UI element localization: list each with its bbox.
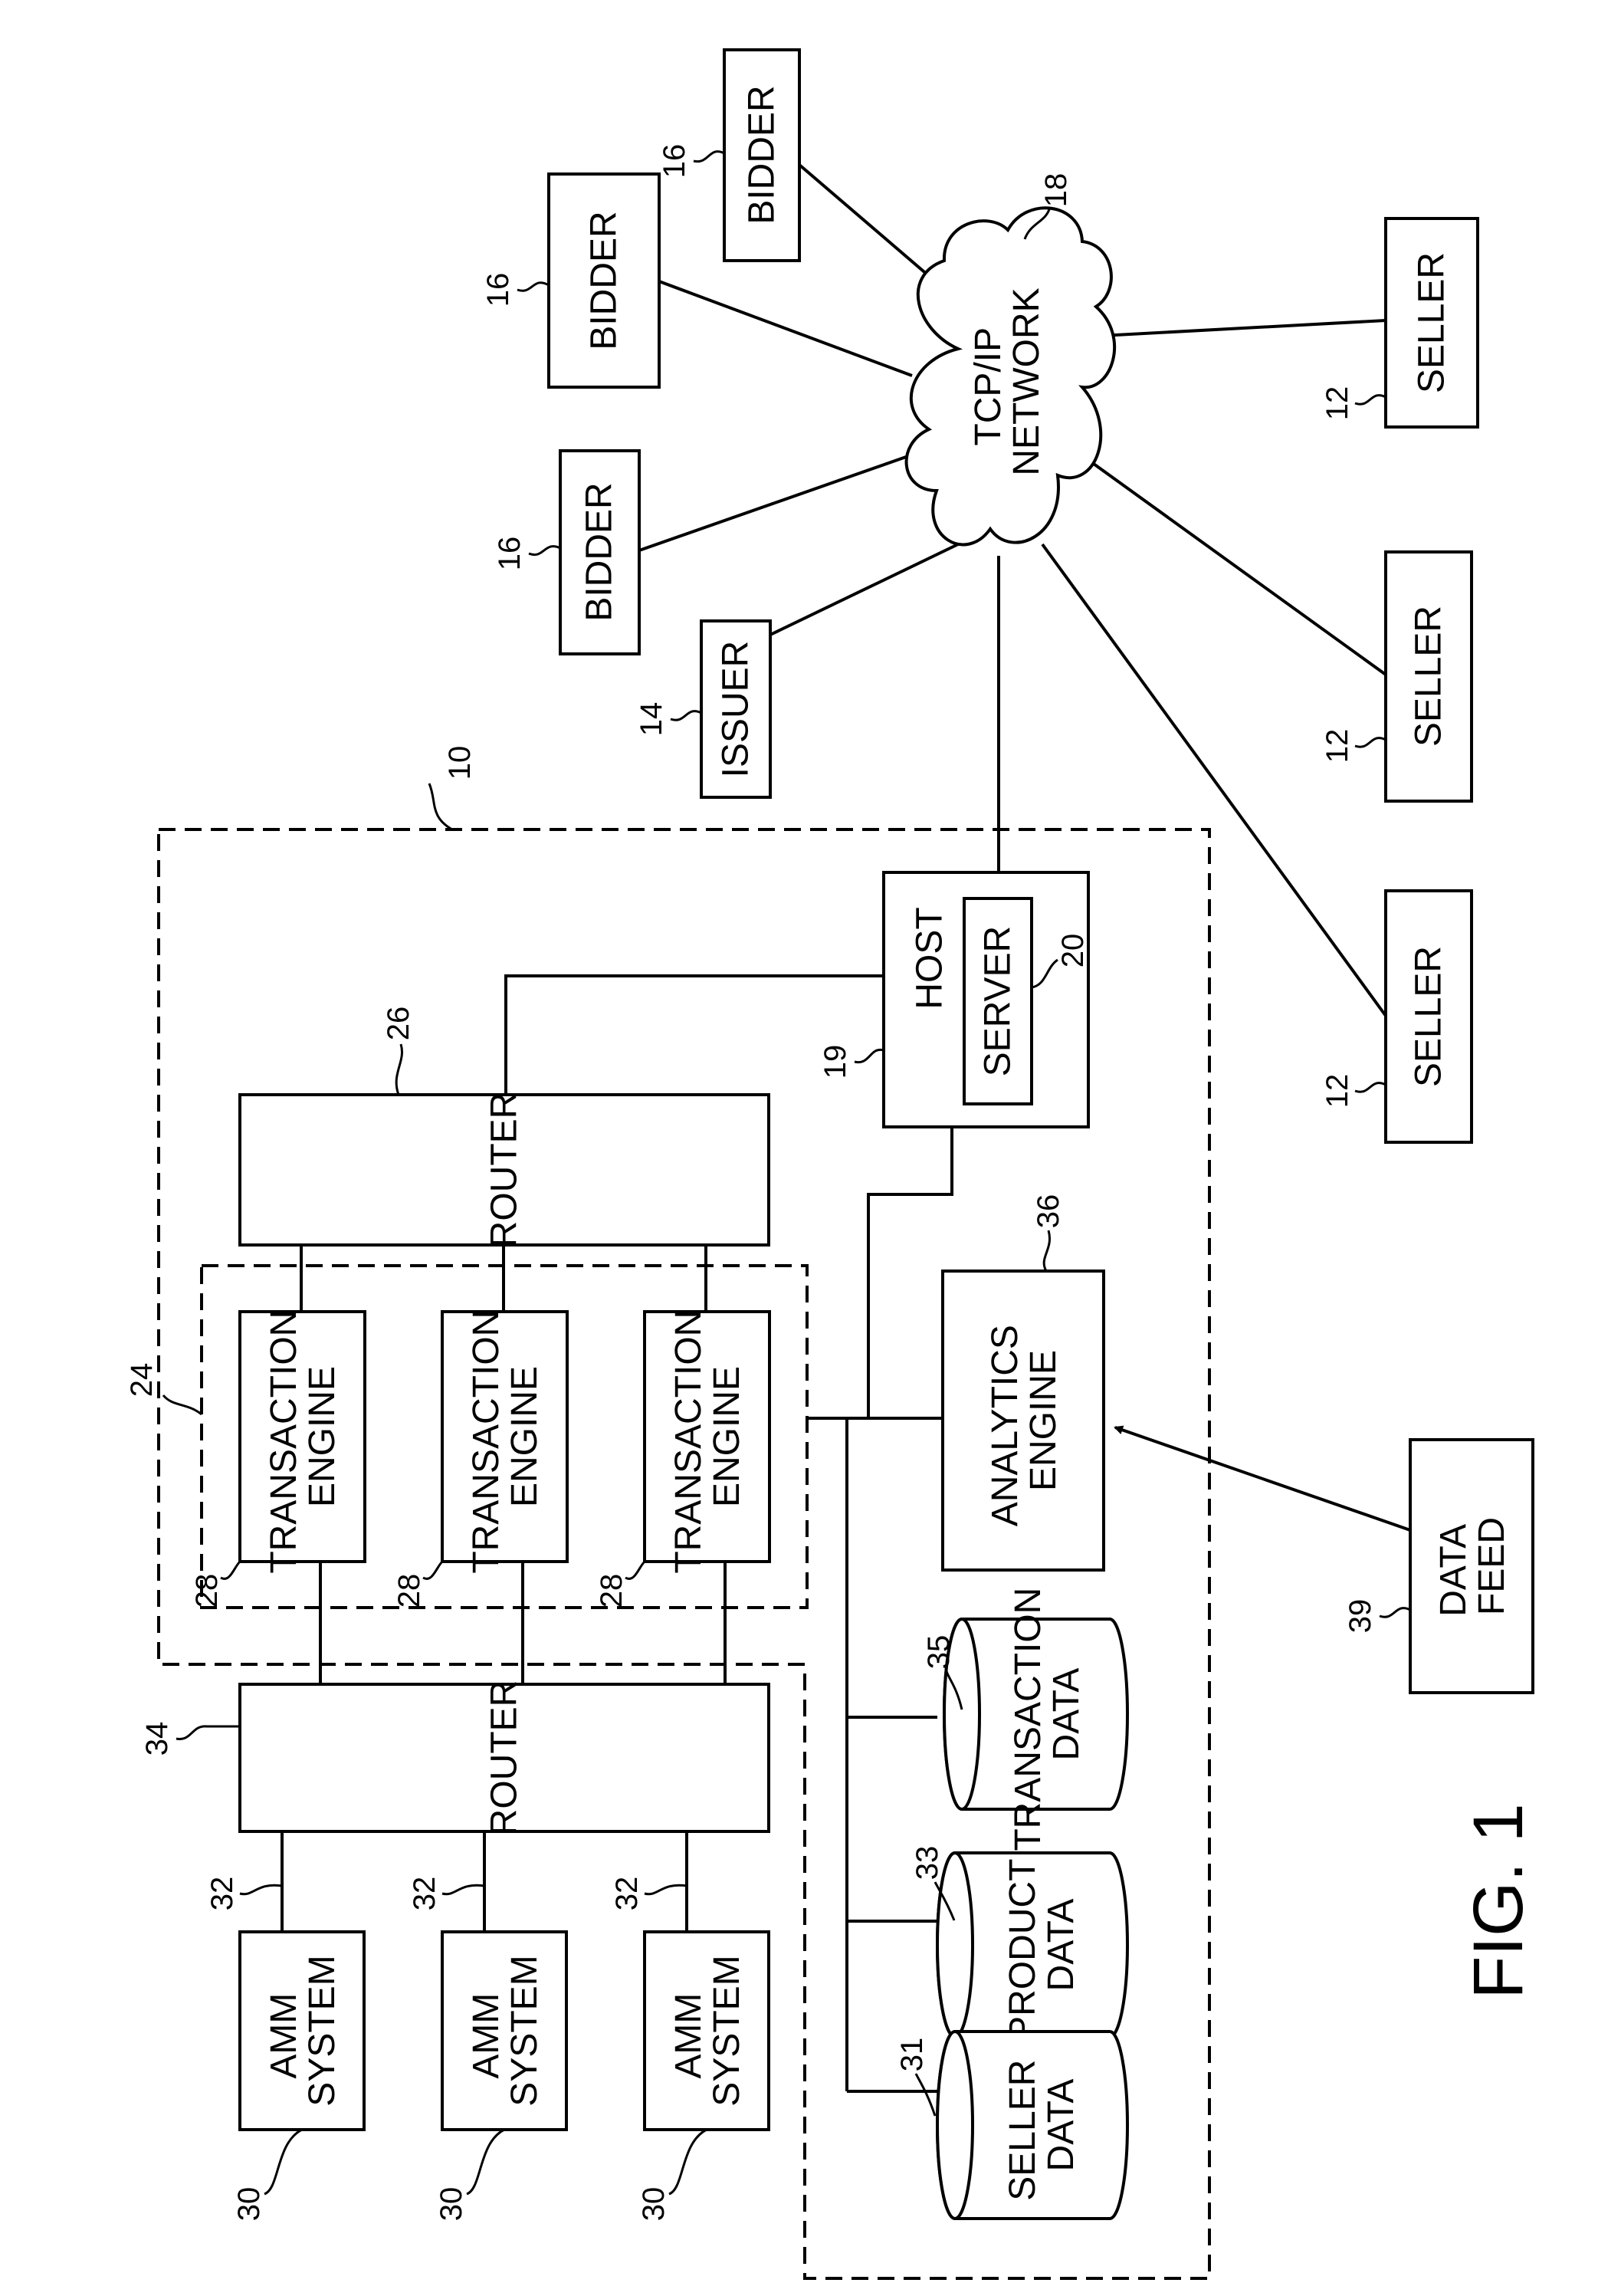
amm-system-1-line-1: AMM <box>264 1993 304 2079</box>
server-block: SERVER <box>964 898 1032 1104</box>
tcp-ip-network: TCP/IP NETWORK <box>907 208 1115 544</box>
transaction-data-line-2: DATA <box>1046 1668 1087 1761</box>
seller-block-2: SELLER <box>1386 552 1472 801</box>
ref-33: 33 <box>911 1846 944 1880</box>
seller-block-1: SELLER <box>1386 218 1478 427</box>
ref-26: 26 <box>382 1007 415 1041</box>
ref-14: 14 <box>635 702 668 737</box>
ref-28-c: 28 <box>595 1574 628 1608</box>
bidder-block-2: BIDDER <box>549 174 659 387</box>
ref-18: 18 <box>1039 173 1073 208</box>
ref-31: 31 <box>895 2038 929 2072</box>
seller-block-3: SELLER <box>1386 891 1472 1142</box>
router-label-34: ROUTER <box>484 1680 525 1836</box>
product-data-line-2: DATA <box>1041 1899 1081 1992</box>
transaction-engine-3-line-1: TRANSACTION <box>668 1310 709 1574</box>
ref-32-b: 32 <box>408 1877 441 1911</box>
transaction-engine-block-2: TRANSACTION ENGINE <box>442 1299 567 1573</box>
ref-35: 35 <box>922 1635 956 1670</box>
seller-data-store: SELLER DATA <box>937 2032 1127 2219</box>
network-label-line-1: TCP/IP <box>968 328 1009 446</box>
router-label-26: ROUTER <box>484 1092 525 1248</box>
product-data-line-1: PRODUCT <box>1002 1859 1043 2041</box>
issuer-block: ISSUER <box>701 621 770 797</box>
bidder-label-3: BIDDER <box>579 482 620 621</box>
amm-system-block-3: AMM SYSTEM <box>645 1932 769 2130</box>
router-block-26: ROUTER <box>240 1092 769 1248</box>
ref-30-a: 30 <box>232 2187 266 2222</box>
bidder-block-3: BIDDER <box>560 451 639 654</box>
svg-text:DATA FEED: DATA FEED <box>1433 1516 1512 1617</box>
issuer-label: ISSUER <box>716 641 756 778</box>
transaction-engine-2-line-2: ENGINE <box>504 1366 545 1507</box>
data-feed-line-1: DATA <box>1433 1524 1474 1617</box>
ref-34: 34 <box>140 1722 174 1756</box>
ref-30-b: 30 <box>435 2187 468 2222</box>
seller-label-1: SELLER <box>1412 252 1452 393</box>
transaction-data-store: TRANSACTION DATA <box>944 1577 1127 1851</box>
ref-19: 19 <box>819 1045 852 1079</box>
bidder-block-1: BIDDER <box>724 50 799 261</box>
host-label: HOST <box>910 907 950 1009</box>
ref-12-c: 12 <box>1321 1074 1354 1109</box>
amm-system-2-line-1: AMM <box>466 1993 507 2079</box>
ref-39: 39 <box>1344 1599 1377 1634</box>
amm-system-3-line-2: SYSTEM <box>707 1955 747 2106</box>
product-data-store: PRODUCT DATA <box>937 1849 1127 2041</box>
transaction-engine-block-3: TRANSACTION ENGINE <box>645 1299 769 1573</box>
transaction-engine-1-line-2: ENGINE <box>302 1366 343 1507</box>
ref-28-b: 28 <box>392 1574 426 1608</box>
server-label: SERVER <box>978 926 1019 1077</box>
analytics-engine-line-1: ANALYTICS <box>985 1325 1025 1526</box>
ref-10: 10 <box>443 746 477 780</box>
ref-16-c: 16 <box>493 537 527 571</box>
amm-system-block-2: AMM SYSTEM <box>442 1932 566 2130</box>
data-feed-block: DATA FEED <box>1410 1440 1533 1693</box>
analytics-engine-block: ANALYTICS ENGINE <box>943 1271 1104 1570</box>
ref-16-a: 16 <box>658 144 691 179</box>
figure-label: FIG. 1 <box>1459 1803 1537 1999</box>
transaction-engine-3-line-2: ENGINE <box>707 1366 747 1507</box>
amm-system-1-line-2: SYSTEM <box>302 1955 343 2106</box>
bidder-label-1: BIDDER <box>742 85 783 224</box>
analytics-engine-line-2: ENGINE <box>1023 1350 1064 1491</box>
ref-32-c: 32 <box>610 1877 644 1911</box>
amm-system-2-line-2: SYSTEM <box>504 1955 545 2106</box>
ref-28-a: 28 <box>190 1574 224 1608</box>
ref-36: 36 <box>1032 1194 1065 1229</box>
seller-label-2: SELLER <box>1409 606 1449 747</box>
amm-system-3-line-1: AMM <box>668 1993 709 2079</box>
ref-20: 20 <box>1056 934 1090 968</box>
bidder-label-2: BIDDER <box>584 211 625 350</box>
data-feed-line-2: FEED <box>1472 1517 1512 1615</box>
transaction-engine-block-1: TRANSACTION ENGINE <box>240 1299 365 1573</box>
ref-16-b: 16 <box>481 273 515 307</box>
transaction-data-line-1: TRANSACTION <box>1008 1588 1048 1851</box>
transaction-engine-2-line-1: TRANSACTION <box>466 1310 507 1574</box>
router-block-34: ROUTER <box>240 1680 769 1836</box>
ref-12-b: 12 <box>1321 729 1354 764</box>
ref-12-a: 12 <box>1321 386 1354 421</box>
ref-30-c: 30 <box>637 2187 671 2222</box>
amm-system-block-1: AMM SYSTEM <box>240 1932 364 2130</box>
seller-data-line-2: DATA <box>1041 2079 1081 2172</box>
network-label-line-2: NETWORK <box>1006 287 1047 475</box>
seller-data-line-1: SELLER <box>1002 2060 1043 2201</box>
seller-label-3: SELLER <box>1409 946 1449 1087</box>
transaction-engine-1-line-1: TRANSACTION <box>264 1310 304 1574</box>
ref-24: 24 <box>125 1363 159 1398</box>
ref-32-a: 32 <box>205 1877 239 1911</box>
